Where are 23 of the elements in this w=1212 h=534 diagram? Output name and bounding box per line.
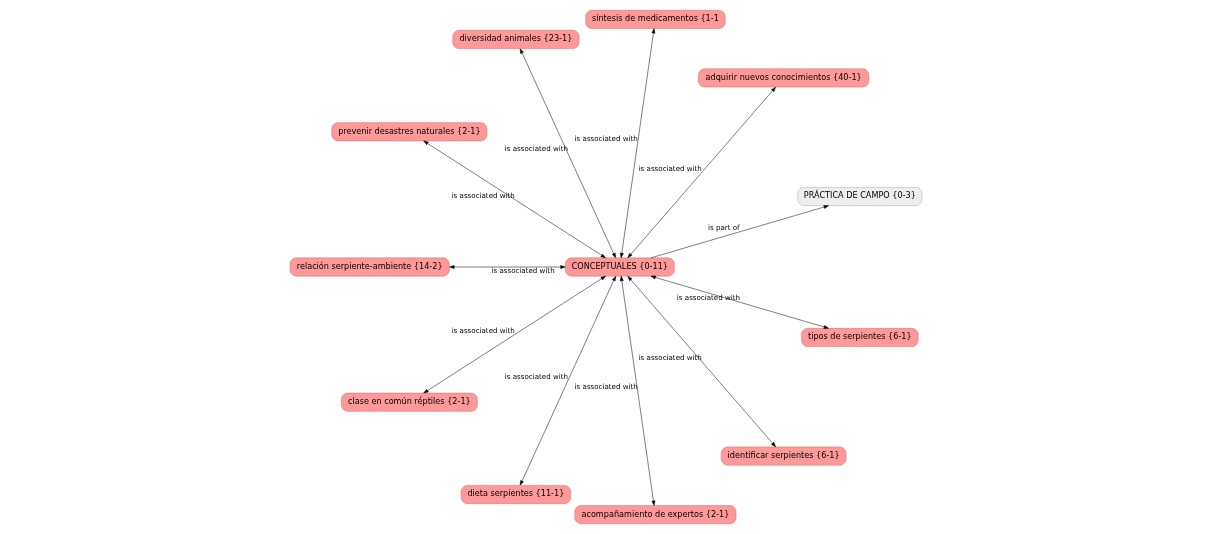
node-box: PRÁCTICA DE CAMPO {0-3} (797, 187, 923, 206)
arrow (627, 86, 776, 258)
arrow (627, 276, 776, 448)
node-box: relación serpiente-ambiente {14-2} (289, 257, 450, 277)
node-box: clase en común réptiles {2-1} (341, 392, 478, 412)
arrow (650, 205, 829, 259)
node-box: adquirir nuevos conocimientos {40-1} (698, 68, 870, 88)
arrow (449, 265, 566, 269)
node-box: prevenir desastres naturales {2-1} (331, 122, 488, 142)
node-box: CONCEPTUALES {0-11} (565, 257, 675, 277)
arrow (619, 276, 656, 506)
arrow (619, 28, 656, 258)
arrow (519, 48, 616, 259)
node-box: síntesis de medicamentos {1-1 (585, 10, 726, 29)
arrow (519, 275, 616, 486)
node-box: diversidad animales {23-1} (452, 30, 580, 49)
node-box: acompañamiento de expertos {2-1} (574, 505, 737, 524)
arrow (423, 275, 606, 394)
node-box: tipos de serpientes {6-1} (801, 328, 919, 347)
arrow (650, 275, 829, 329)
node-box: identificar serpientes {6-1} (720, 446, 847, 466)
node-box: dieta serpientes {11-1} (460, 485, 571, 504)
arrow (423, 140, 606, 259)
